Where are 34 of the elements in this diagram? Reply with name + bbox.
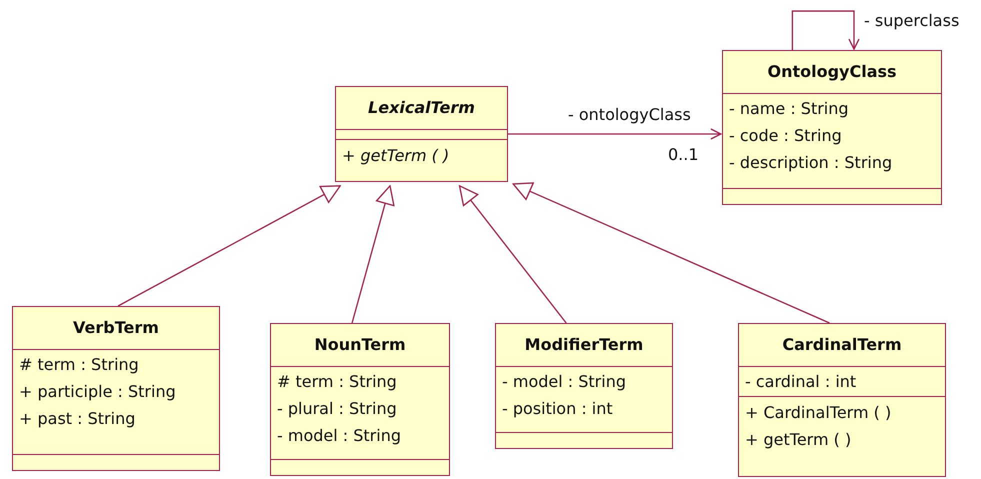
operation-text: + CardinalTerm ( ) [745,402,892,424]
attribute-text: - code : String [729,125,843,147]
attribute-text: - cardinal : int [745,371,858,393]
attribute-text: # term : String [277,371,398,393]
attribute-text: + past : String [19,408,136,430]
class-name: ModifierTerm [524,334,644,356]
class-box [270,323,450,476]
association-arrow [508,128,722,140]
class-box [335,86,508,182]
attribute-text: - model : String [502,371,627,393]
class-box [722,50,942,205]
class-name: NounTerm [314,334,406,356]
class-box [12,306,220,471]
attribute-text: - name : String [729,98,850,120]
generalization-arrow [512,182,830,324]
class-box [495,323,673,449]
generalization-arrow [458,185,567,324]
attribute-text: - description : String [729,152,894,174]
attribute-text: + participle : String [19,381,177,403]
class-name: CardinalTerm [782,334,902,356]
operation-text: + getTerm ( ) [342,145,450,167]
attribute-text: - model : String [277,425,402,447]
generalization-arrow [118,185,341,307]
generalization-arrow [351,185,395,324]
class-name: OntologyClass [767,61,897,83]
class-box [738,323,946,477]
attribute-text: - plural : String [277,398,398,420]
multiplicity-label: 0..1 [668,144,699,166]
attribute-text: - position : int [502,398,614,420]
operation-text: + getTerm ( ) [745,429,852,451]
attribute-text: # term : String [19,354,140,376]
class-name: LexicalTerm [368,97,475,119]
association-arrow [792,10,860,50]
class-name: VerbTerm [73,317,159,339]
